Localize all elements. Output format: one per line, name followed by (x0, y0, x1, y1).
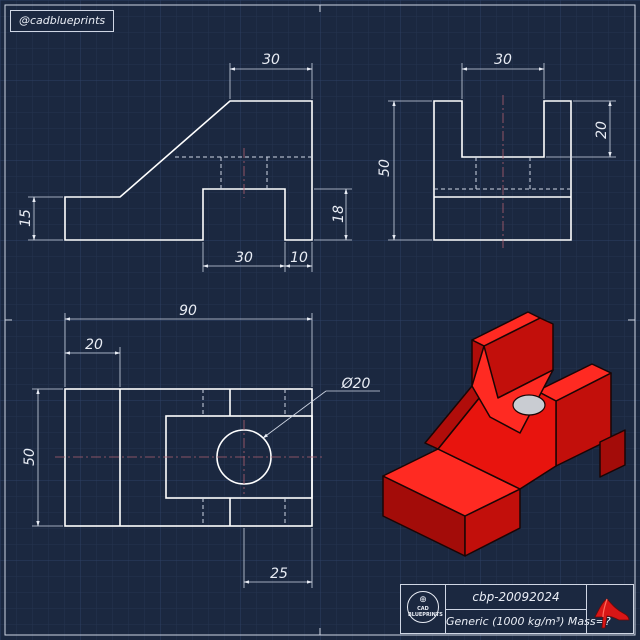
drawing-code: cbp-20092024 (446, 585, 586, 610)
dim-front-right-height: 18 (331, 205, 347, 223)
dim-front-left-height: 15 (18, 209, 34, 227)
dim-side-top-width: 30 (494, 52, 512, 68)
dim-top-total-width: 90 (179, 303, 197, 319)
material-mass-label: Generic (1000 kg/m³) Mass=? (446, 615, 611, 628)
cad-blueprints-logo-icon: ⊕ CAD BLUEPRINTS (401, 585, 446, 633)
dim-side-top-depth: 20 (594, 121, 610, 139)
dim-top-hole-diameter: Ø20 (341, 376, 371, 392)
front-view-hidden (175, 156, 312, 189)
side-view-hidden (434, 157, 571, 190)
side-view (433, 100, 572, 241)
dim-front-top-width: 30 (262, 52, 280, 68)
red-high-heel-shoe-icon (594, 598, 630, 629)
front-view (64, 100, 313, 241)
dim-side-height: 50 (377, 159, 393, 177)
dim-top-bottom-width: 25 (270, 566, 288, 582)
isometric-part-render (382, 311, 626, 557)
top-view-hidden (202, 389, 286, 526)
dim-front-bottom-right: 10 (290, 250, 308, 266)
top-centerlines (55, 420, 322, 494)
dim-top-left-width: 20 (85, 337, 103, 353)
dim-top-height: 50 (22, 448, 38, 466)
cadblueprints-handle: @cadblueprints (10, 10, 115, 32)
dim-front-bottom-slot: 30 (235, 250, 253, 266)
title-block: ⊕ CAD BLUEPRINTS cbp-20092024 Generic (1… (400, 584, 634, 634)
